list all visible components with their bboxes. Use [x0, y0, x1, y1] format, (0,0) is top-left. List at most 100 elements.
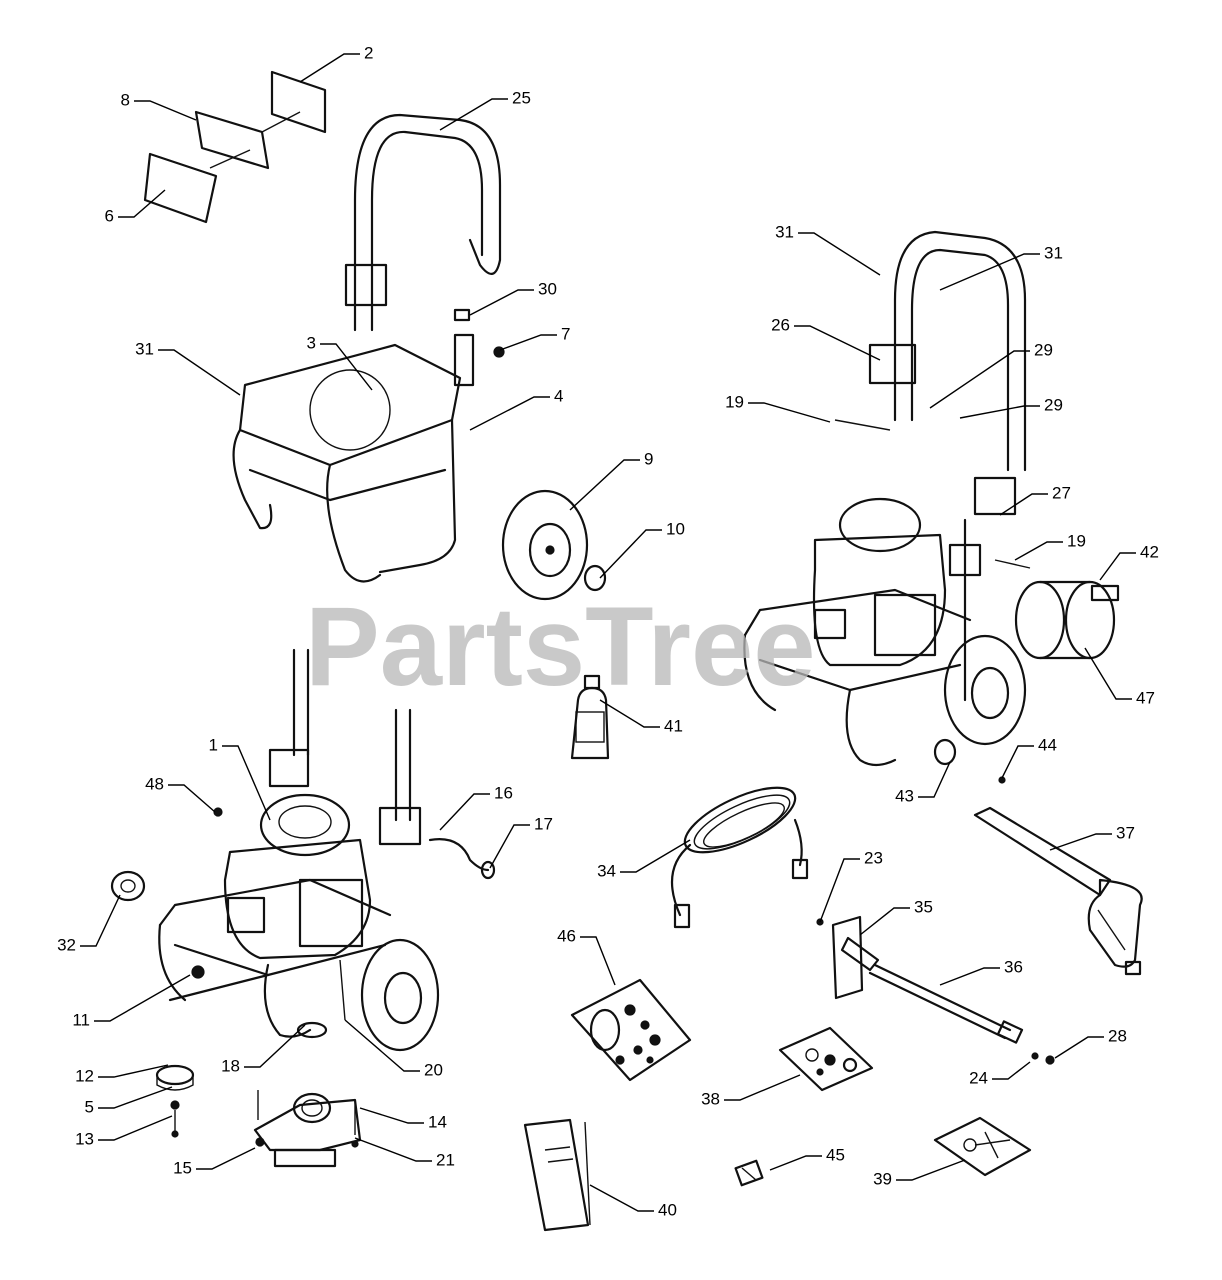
callout-7: 7	[499, 324, 570, 351]
callout-9: 9	[569, 449, 653, 511]
leader-line	[580, 936, 616, 986]
leader-line	[939, 967, 1000, 986]
callout-number: 34	[597, 861, 616, 880]
leader-line	[724, 1074, 801, 1101]
callout-number: 16	[494, 783, 513, 802]
leader-line	[999, 493, 1048, 516]
callout-number: 31	[775, 222, 794, 241]
callout-number: 31	[135, 339, 154, 358]
callout-43: 43	[895, 761, 951, 805]
callout-14: 14	[359, 1107, 447, 1131]
leader-line	[359, 1107, 424, 1124]
callout-number: 17	[534, 814, 553, 833]
callout-45: 45	[769, 1145, 845, 1171]
callout-35: 35	[859, 897, 933, 936]
leader-line	[599, 529, 662, 579]
callout-42: 42	[1099, 542, 1159, 581]
callout-31: 31	[135, 339, 241, 396]
callout-number: 21	[436, 1150, 455, 1169]
leader-line	[859, 907, 910, 936]
leader-line	[769, 1155, 822, 1171]
leader-line	[344, 1019, 420, 1072]
callout-20: 20	[344, 1019, 443, 1079]
leader-line	[196, 1147, 256, 1170]
callout-38: 38	[701, 1074, 801, 1108]
leader-line	[918, 761, 951, 798]
callout-39: 39	[873, 1159, 966, 1188]
callout-2: 2	[299, 43, 373, 83]
callout-47: 47	[1084, 647, 1155, 707]
callout-29: 29	[959, 395, 1063, 419]
leader-line	[819, 858, 860, 923]
leader-line	[620, 839, 691, 873]
leader-line	[469, 396, 550, 431]
leader-line	[168, 784, 216, 813]
leader-line	[94, 974, 191, 1022]
owners-manual	[523, 1118, 591, 1232]
leader-line	[354, 1137, 432, 1162]
leader-line	[489, 824, 530, 869]
assembled-unit-right	[743, 230, 1120, 784]
callout-5: 5	[85, 1086, 173, 1116]
callout-8: 8	[121, 90, 197, 121]
leader-line	[929, 350, 1030, 409]
callout-number: 23	[864, 848, 883, 867]
callout-number: 4	[554, 386, 563, 405]
leader-line	[939, 253, 1040, 291]
watermark: PartsTree	[305, 584, 816, 709]
leader-line	[320, 343, 373, 391]
callout-number: 43	[895, 786, 914, 805]
callout-1: 1	[209, 735, 271, 821]
callout-number: 26	[771, 315, 790, 334]
callout-number: 31	[1044, 243, 1063, 262]
callout-number: 30	[538, 279, 557, 298]
callout-23: 23	[819, 848, 883, 923]
leader-line	[798, 232, 881, 276]
callout-36: 36	[939, 957, 1023, 986]
parts-kits	[570, 978, 1032, 1177]
callout-number: 42	[1140, 542, 1159, 561]
callout-number: 47	[1136, 688, 1155, 707]
leader-line	[469, 289, 534, 316]
callout-number: 20	[424, 1060, 443, 1079]
leader-line	[992, 1061, 1031, 1080]
leader-line	[794, 325, 881, 361]
callout-27: 27	[999, 483, 1071, 516]
leader-line	[748, 402, 831, 423]
callout-10: 10	[599, 519, 685, 579]
leader-line	[1099, 552, 1136, 581]
leader-line	[499, 334, 557, 351]
callout-number: 5	[85, 1097, 94, 1116]
callout-3: 3	[307, 333, 373, 391]
control-panel-decals	[143, 70, 327, 224]
callout-number: 9	[644, 449, 653, 468]
callout-48: 48	[145, 774, 216, 813]
callout-34: 34	[597, 839, 691, 880]
leader-line	[959, 405, 1040, 419]
callout-number: 25	[512, 88, 531, 107]
callout-number: 18	[221, 1056, 240, 1075]
callout-number: 7	[561, 324, 570, 343]
callout-19: 19	[725, 392, 831, 423]
callout-number: 13	[75, 1129, 94, 1148]
oil-bottle	[570, 674, 610, 760]
callout-26: 26	[771, 315, 881, 361]
callout-number: 36	[1004, 957, 1023, 976]
callout-number: 2	[364, 43, 373, 62]
callout-number: 11	[72, 1010, 90, 1029]
callout-46: 46	[557, 926, 616, 986]
callout-24: 24	[969, 1061, 1031, 1087]
callout-15: 15	[173, 1147, 256, 1177]
leader-line	[98, 1064, 169, 1078]
leader-line	[589, 1184, 654, 1212]
callout-number: 38	[701, 1089, 720, 1108]
callout-29: 29	[929, 340, 1053, 409]
leader-line	[1001, 745, 1034, 779]
callout-number: 40	[658, 1200, 677, 1219]
callout-number: 28	[1108, 1026, 1127, 1045]
leader-line	[222, 745, 271, 821]
callout-44: 44	[1001, 735, 1057, 779]
callout-6: 6	[105, 189, 166, 225]
